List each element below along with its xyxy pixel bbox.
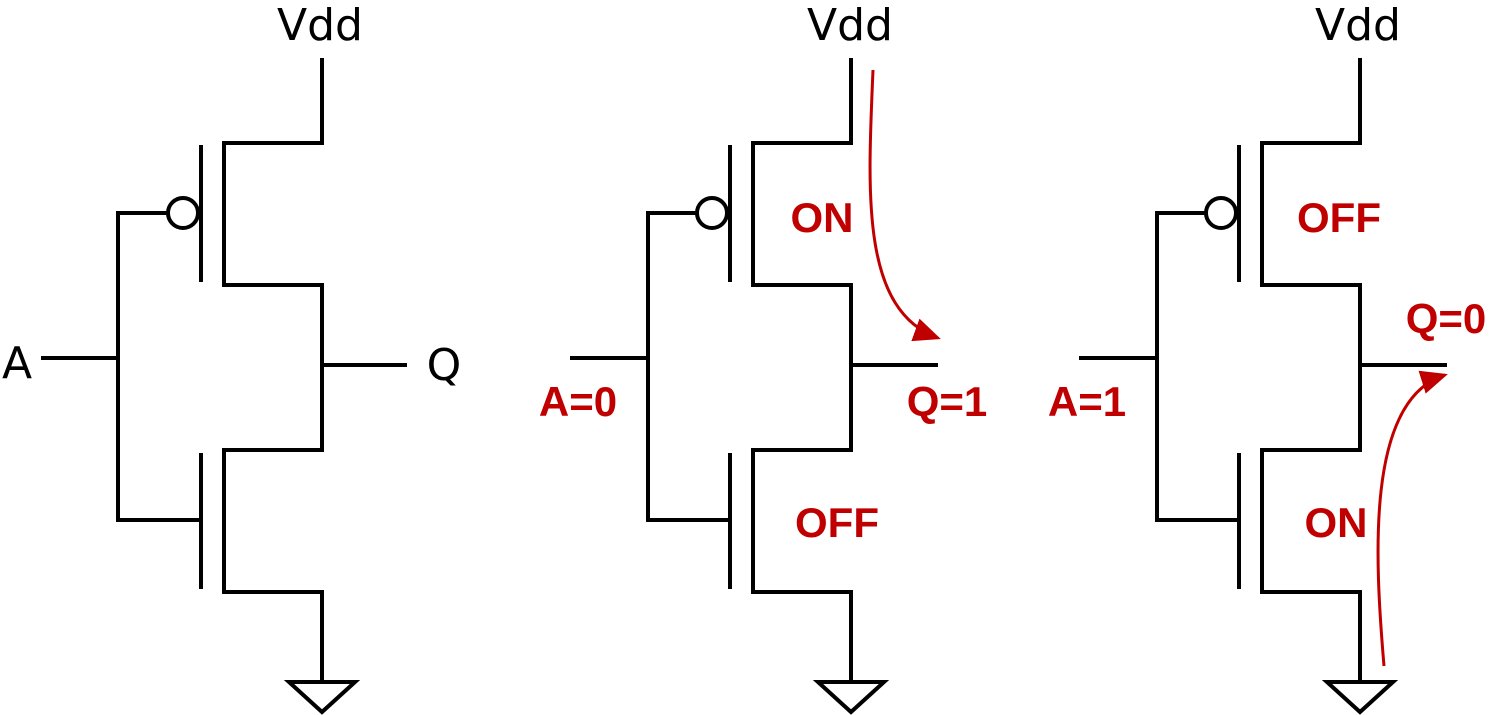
pmos-source-to-vdd-wire: [1260, 58, 1362, 145]
pmos-drain-wire: [1260, 283, 1362, 452]
pmos-gate-bubble: [695, 196, 729, 230]
input-state-label: A=1: [1048, 378, 1126, 425]
inverter-circuit-generic: Vdd A Q: [2, 0, 462, 715]
nmos-source-to-ground-wire: [1260, 590, 1362, 682]
pmos-drain-wire: [222, 283, 324, 452]
output-label: Q: [427, 340, 462, 391]
pmos-gate-bubble: [1204, 196, 1238, 230]
pmos-source-to-vdd-wire: [222, 58, 324, 145]
output-state-label: Q=0: [1406, 295, 1487, 342]
input-state-label: A=0: [539, 378, 617, 425]
nmos-source-to-ground-wire: [222, 590, 324, 682]
nmos-state-label: ON: [1305, 499, 1368, 546]
vdd-label: Vdd: [1315, 0, 1401, 51]
current-flow-arrow: [868, 69, 941, 342]
inverter-circuit-input-high: Vdd A=1 Q=0 OFF ON: [1048, 0, 1487, 715]
nmos-state-label: OFF: [795, 499, 879, 546]
pmos-drain-wire: [751, 283, 853, 452]
pmos-source-to-vdd-wire: [751, 58, 853, 145]
inverter-circuit-input-low: Vdd A=0 Q=1 ON OFF: [539, 0, 988, 715]
output-state-label: Q=1: [907, 378, 988, 425]
ground-symbol: [1321, 680, 1399, 715]
current-flow-arrow: [1376, 370, 1448, 667]
vdd-label: Vdd: [807, 0, 893, 51]
nmos-source-to-ground-wire: [751, 590, 853, 682]
gate-bus-wire: [646, 211, 729, 522]
pmos-state-label: ON: [791, 194, 854, 241]
pmos-state-label: OFF: [1297, 194, 1381, 241]
circuit-wires: [570, 58, 938, 682]
pmos-gate-bubble: [166, 196, 200, 230]
circuit-wires: [1079, 58, 1447, 682]
gate-bus-wire: [116, 211, 200, 522]
gate-bus-wire: [1155, 211, 1238, 522]
input-label: A: [2, 338, 32, 389]
vdd-label: Vdd: [277, 0, 363, 51]
ground-symbol: [283, 680, 361, 715]
circuit-wires: [41, 58, 407, 682]
ground-symbol: [812, 680, 890, 715]
